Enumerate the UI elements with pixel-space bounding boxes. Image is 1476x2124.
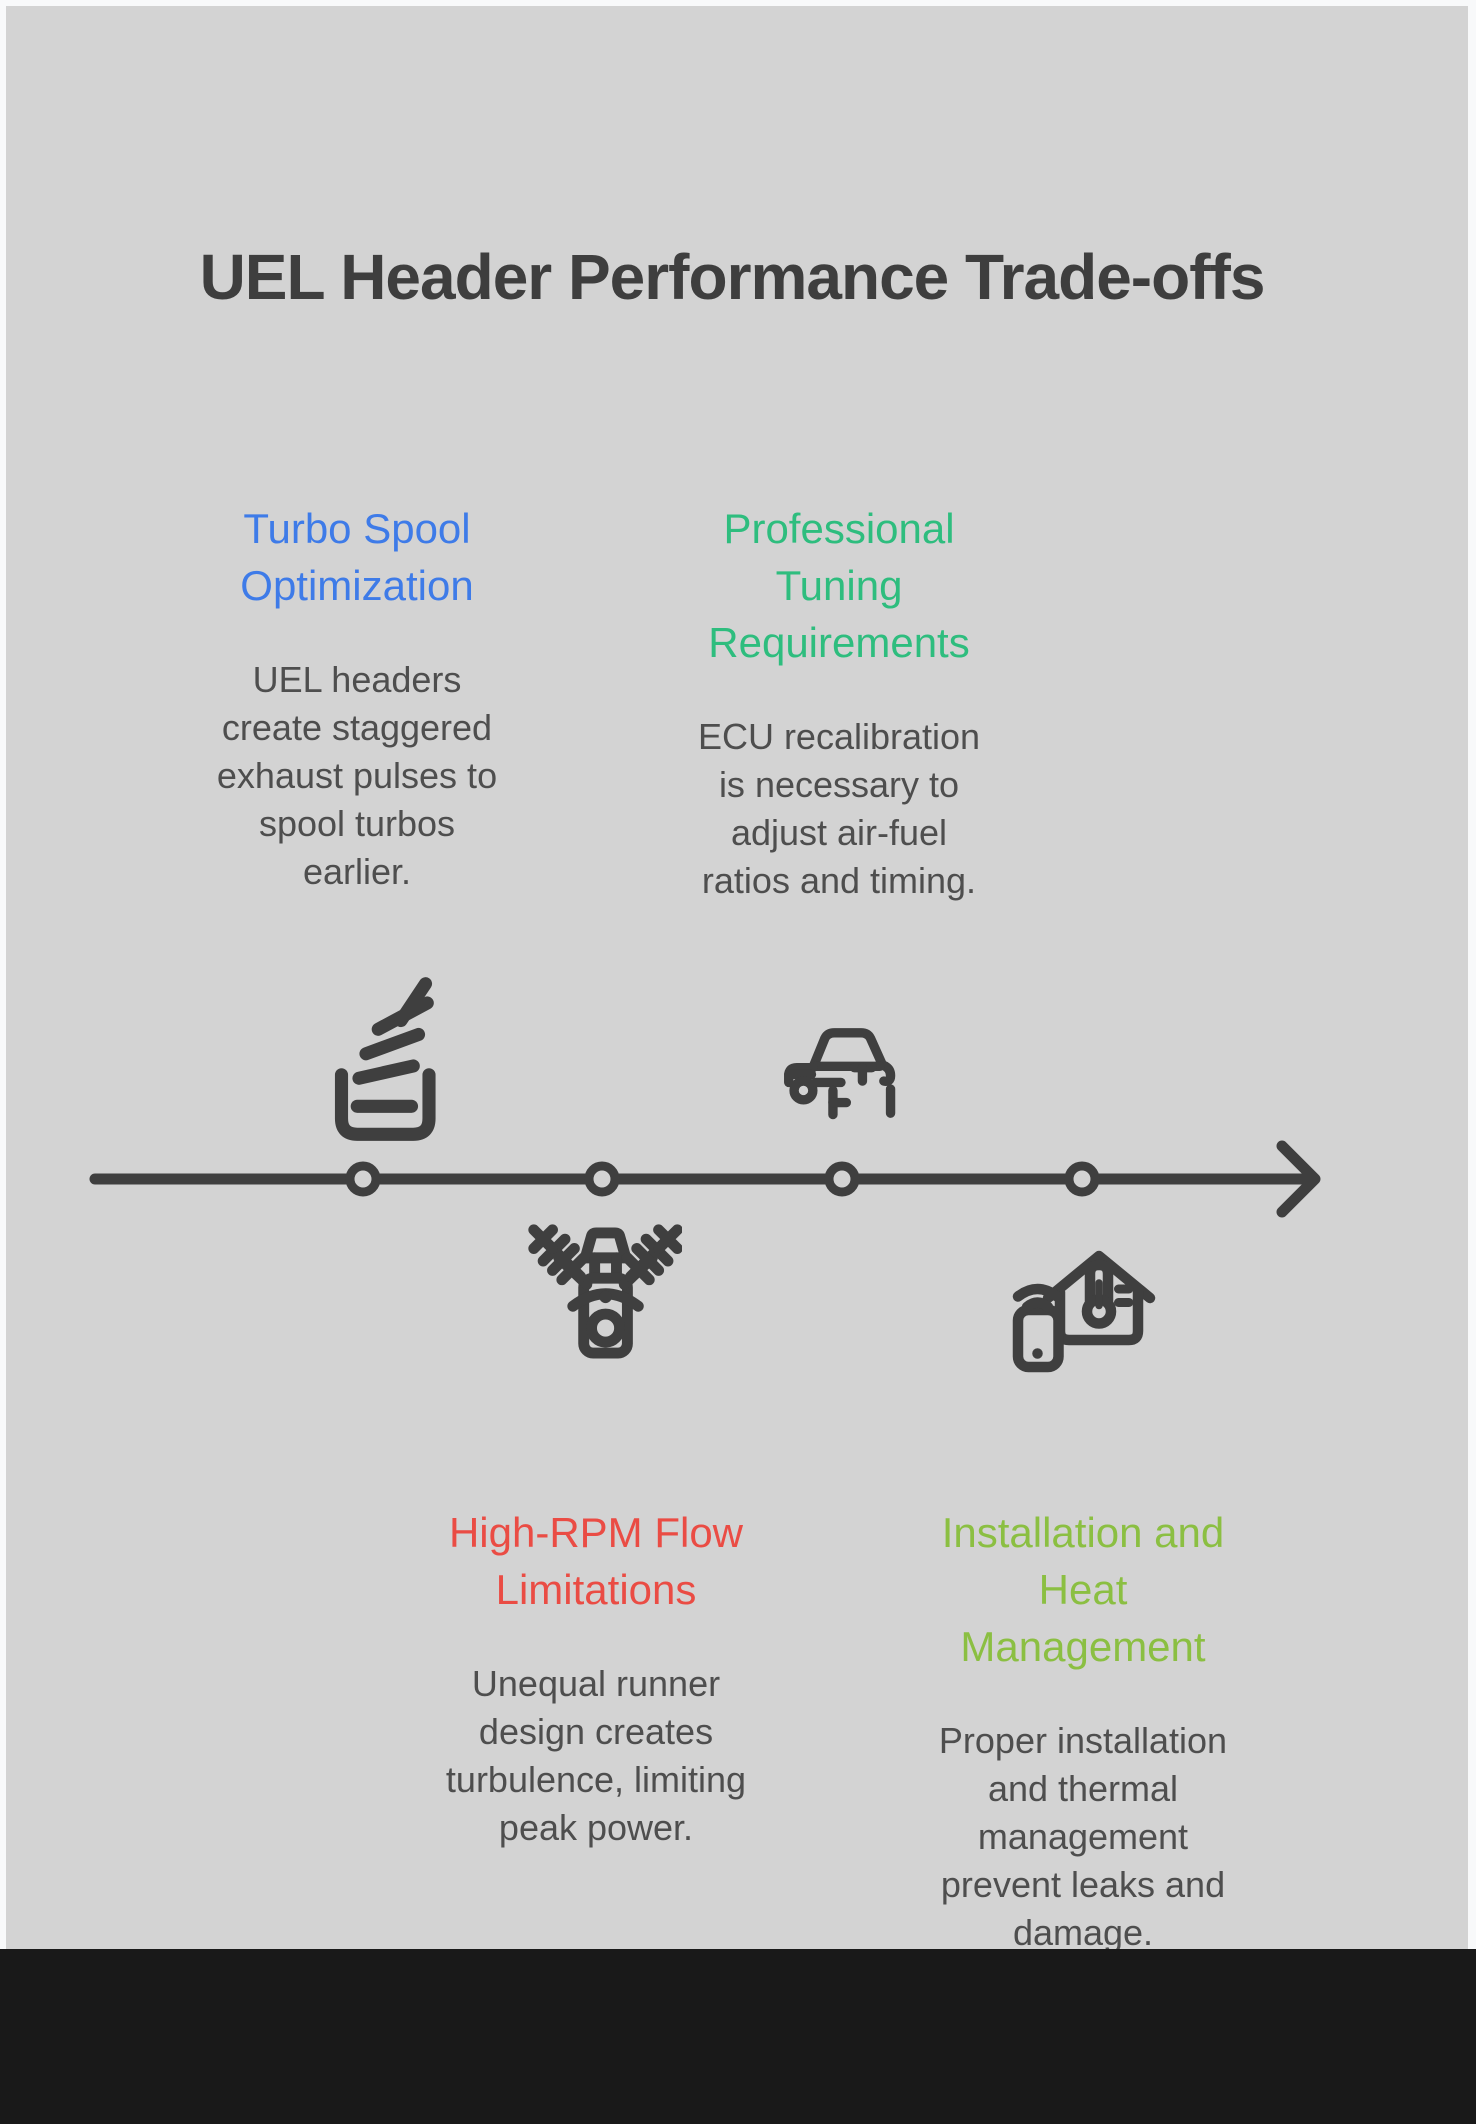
item-heading: Professional Tuning Requirements: [708, 505, 970, 666]
item-body: ECU recalibration is necessary to adjust…: [697, 716, 981, 901]
smart-home-thermostat-icon: [1009, 1220, 1159, 1376]
car-icon: [766, 998, 924, 1132]
item-body: UEL headers create staggered exhaust pul…: [216, 659, 498, 892]
item-body: Proper installation and thermal manageme…: [938, 1720, 1228, 1953]
item-high-rpm-flow: High-RPM Flow Limitations Unequal runner…: [426, 1486, 766, 1870]
timeline-node: [1064, 1161, 1100, 1197]
footer-bar: [0, 1949, 1476, 2124]
item-heading: High-RPM Flow Limitations: [448, 1509, 744, 1613]
item-heading: Installation and Heat Management: [941, 1509, 1225, 1670]
timeline-node: [824, 1161, 860, 1197]
timeline-node: [345, 1161, 381, 1197]
content-panel: [6, 6, 1468, 1949]
item-turbo-spool: Turbo Spool Optimization UEL headers cre…: [187, 482, 527, 914]
item-body: Unequal runner design creates turbulence…: [445, 1663, 747, 1848]
item-heading: Turbo Spool Optimization: [240, 505, 474, 609]
engine-icon: [526, 1222, 682, 1378]
item-installation-heat: Installation and Heat Management Proper …: [913, 1486, 1253, 1975]
timeline-arrow: [80, 1139, 1340, 1219]
page-title: UEL Header Performance Trade-offs: [199, 240, 1266, 313]
item-professional-tuning: Professional Tuning Requirements ECU rec…: [669, 482, 1009, 923]
timeline-node: [584, 1161, 620, 1197]
stack-lines-icon: [291, 975, 483, 1143]
